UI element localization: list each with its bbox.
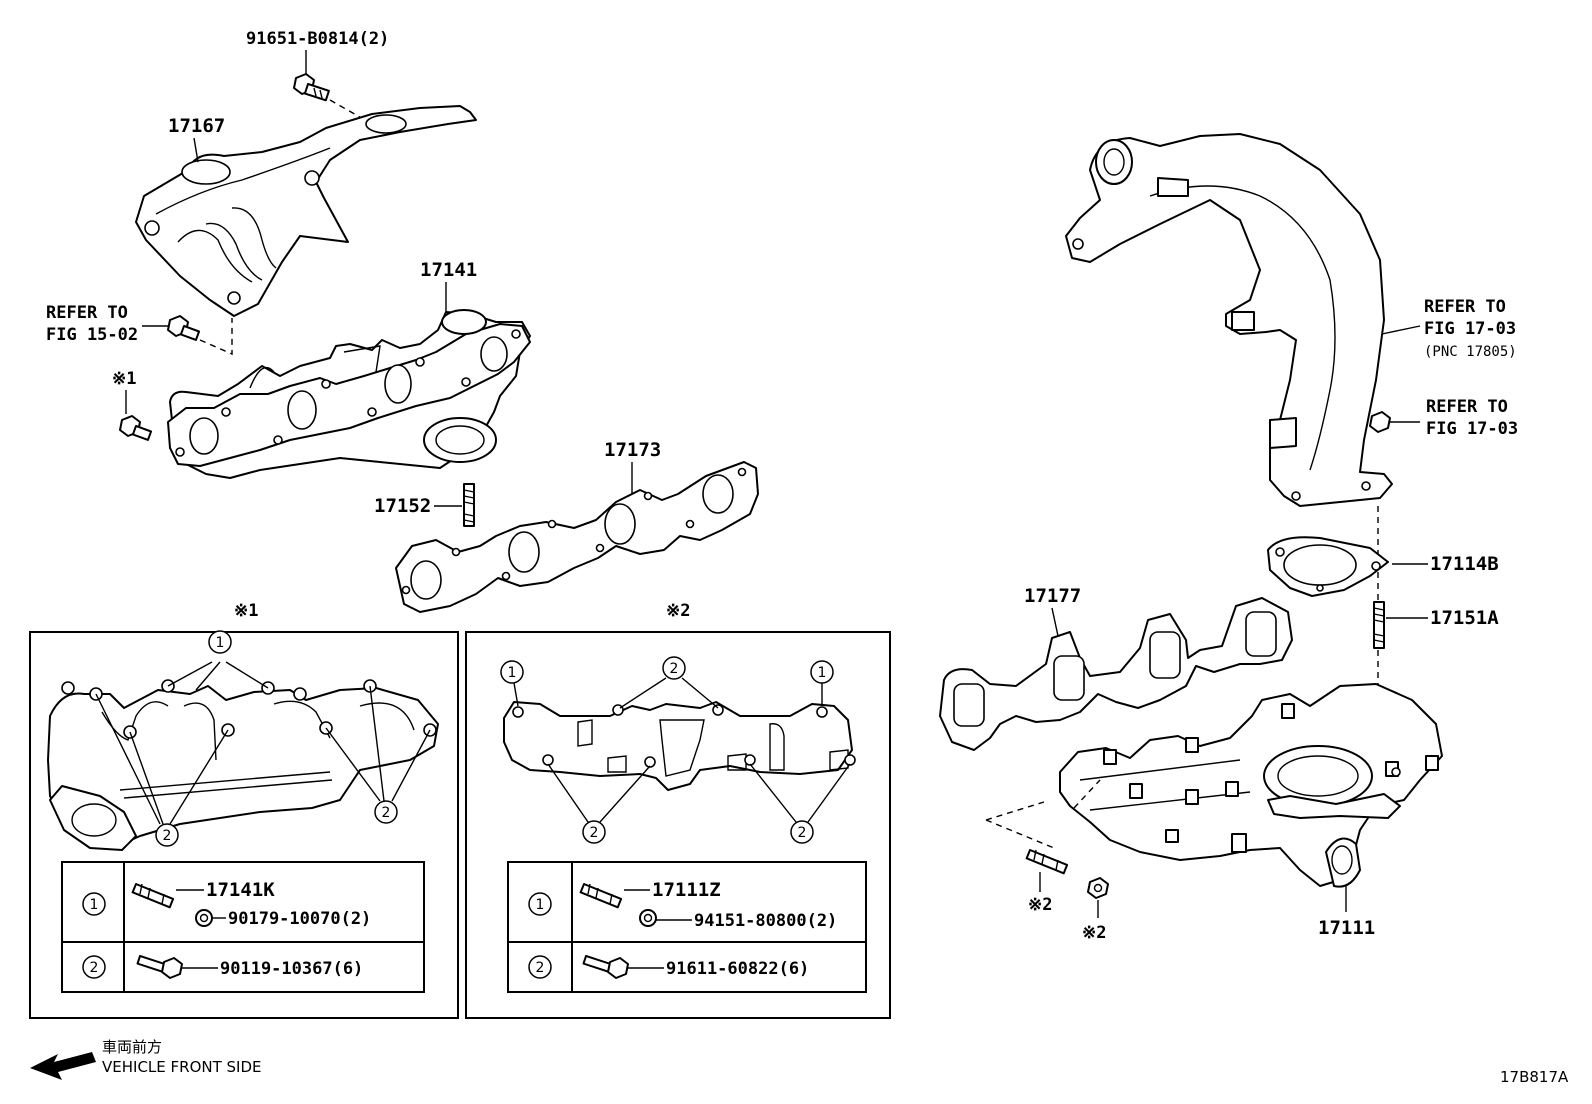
- detail1-row1-num: 1: [90, 897, 99, 913]
- detail1-row2-part-a: 90119-10367(6): [220, 959, 363, 979]
- label-17173: 17173: [604, 439, 661, 461]
- refer-17-03-a-line3: (PNC 17805): [1424, 344, 1517, 360]
- detail2-callout-2-top-num: 2: [670, 661, 679, 677]
- detail2-title: ※2: [666, 601, 690, 621]
- detail2-row1-part-b: 94151-80800(2): [694, 911, 837, 931]
- detail1-row1-part-a: 17141K: [206, 879, 275, 901]
- detail2-callout-1a-num: 1: [508, 665, 517, 681]
- detail2-leaders-2b: [749, 763, 851, 823]
- detail2-row2-num: 2: [536, 960, 545, 976]
- stud-17111z-icon: [579, 883, 623, 909]
- detail2-leaders-2a: [547, 763, 651, 823]
- detail1-leaders-2a: [95, 693, 229, 825]
- stud-17152-icon: [463, 483, 475, 527]
- detail1-table: [61, 861, 425, 993]
- stud-17151a-icon: [1373, 601, 1385, 649]
- label-17141: 17141: [420, 259, 477, 281]
- vehicle-front-arrow-icon: [30, 1052, 96, 1080]
- mark-2-stud-label: ※2: [1028, 895, 1052, 915]
- detail1-box: [29, 631, 459, 1019]
- label-91651: 91651-B0814(2): [246, 29, 389, 49]
- detail1-row1-num-circle: [82, 892, 106, 916]
- vehicle-front-jp: 車両前方: [102, 1038, 162, 1056]
- detail2-callout-2b-num: 2: [798, 825, 807, 841]
- label-17177: 17177: [1024, 585, 1081, 607]
- detail2-callout-2b: [790, 820, 814, 844]
- detail2-callout-2a: [582, 820, 606, 844]
- exhaust-manifold-17141: [167, 309, 531, 479]
- bolt-91611-icon: [582, 955, 629, 979]
- figure-id: 17B817A: [1500, 1068, 1569, 1086]
- leader-17167: [193, 137, 199, 163]
- detail1-leaders-1: [167, 661, 269, 691]
- detail2-row1-part-a: 17111Z: [652, 879, 721, 901]
- detail2-table: [507, 861, 867, 993]
- mark-2-nut-label: ※2: [1082, 923, 1106, 943]
- detail2-callout-2a-num: 2: [590, 825, 599, 841]
- detail1-callout-2a-num: 2: [163, 828, 172, 844]
- detail2-row1-num: 1: [536, 897, 545, 913]
- gasket-17173: [395, 461, 759, 613]
- detail1-callout-1: [208, 630, 232, 654]
- detail1-title: ※1: [234, 601, 258, 621]
- detail2-manifold: [503, 701, 856, 791]
- dash-91651: [329, 99, 373, 125]
- exhaust-pipe-fig-17-03: [1065, 133, 1393, 507]
- refer-15-02-line1: REFER TO: [46, 303, 128, 323]
- detail2-callout-2-top: [662, 656, 686, 680]
- detail1-callout-2b-num: 2: [382, 805, 391, 821]
- exhaust-manifold-17111: [1059, 683, 1443, 888]
- refer-15-02-line2: FIG 15-02: [46, 325, 138, 345]
- detail2-row2-num-circle: [528, 955, 552, 979]
- stud-17141k-icon: [131, 883, 175, 909]
- label-17151a: 17151A: [1430, 607, 1499, 629]
- leader-17177: [1051, 607, 1059, 637]
- nut-94151-icon: [639, 909, 657, 927]
- mark-1-label: ※1: [112, 369, 136, 389]
- detail1-callout-2a: [155, 823, 179, 847]
- gasket-17114b: [1267, 536, 1389, 597]
- vehicle-front-en: VEHICLE FRONT SIDE: [102, 1058, 262, 1076]
- bolt-90119-icon: [136, 955, 183, 979]
- bolt-91651-icon: [293, 73, 330, 102]
- gasket-17177: [939, 597, 1293, 751]
- label-17167: 17167: [168, 115, 225, 137]
- nut-90179-icon: [195, 909, 213, 927]
- detail1-row2-num-circle: [82, 955, 106, 979]
- refer-17-03-b-line2: FIG 17-03: [1426, 419, 1518, 439]
- dash-insulator-bolt: [199, 318, 233, 356]
- detail1-row1-part-b: 90179-10070(2): [228, 909, 371, 929]
- detail2-callout-1a: [500, 660, 524, 684]
- detail1-callout-1-num: 1: [216, 635, 225, 651]
- nut-refer-17-03-icon: [1369, 411, 1391, 433]
- stud-mark-2-icon: [1025, 848, 1069, 875]
- label-17111: 17111: [1318, 917, 1375, 939]
- detail2-leaders-2-top: [619, 677, 719, 709]
- label-17114b: 17114B: [1430, 553, 1499, 575]
- label-17152: 17152: [374, 495, 431, 517]
- detail2-leader-1a: [513, 682, 519, 707]
- leader-refer-17-03-a: [1381, 325, 1421, 335]
- detail2-callout-1b-num: 1: [818, 665, 827, 681]
- heat-insulator-17167: [135, 105, 477, 317]
- bolt-mark-1-icon: [119, 415, 153, 441]
- refer-17-03-a-line2: FIG 17-03: [1424, 319, 1516, 339]
- detail2-row2-part-a: 91611-60822(6): [666, 959, 809, 979]
- detail2-row1-num-circle: [528, 892, 552, 916]
- detail1-leaders-2b: [325, 685, 431, 802]
- nut-mark-2-icon: [1087, 877, 1109, 899]
- detail1-row2-num: 2: [90, 960, 99, 976]
- refer-17-03-b-line1: REFER TO: [1426, 397, 1508, 417]
- detail2-box: [465, 631, 891, 1019]
- dash-mark-2: [985, 779, 1101, 849]
- refer-17-03-a-line1: REFER TO: [1424, 297, 1506, 317]
- bolt-refer-15-02-icon: [167, 315, 201, 341]
- detail1-callout-2b: [374, 800, 398, 824]
- detail1-manifold: [47, 679, 439, 851]
